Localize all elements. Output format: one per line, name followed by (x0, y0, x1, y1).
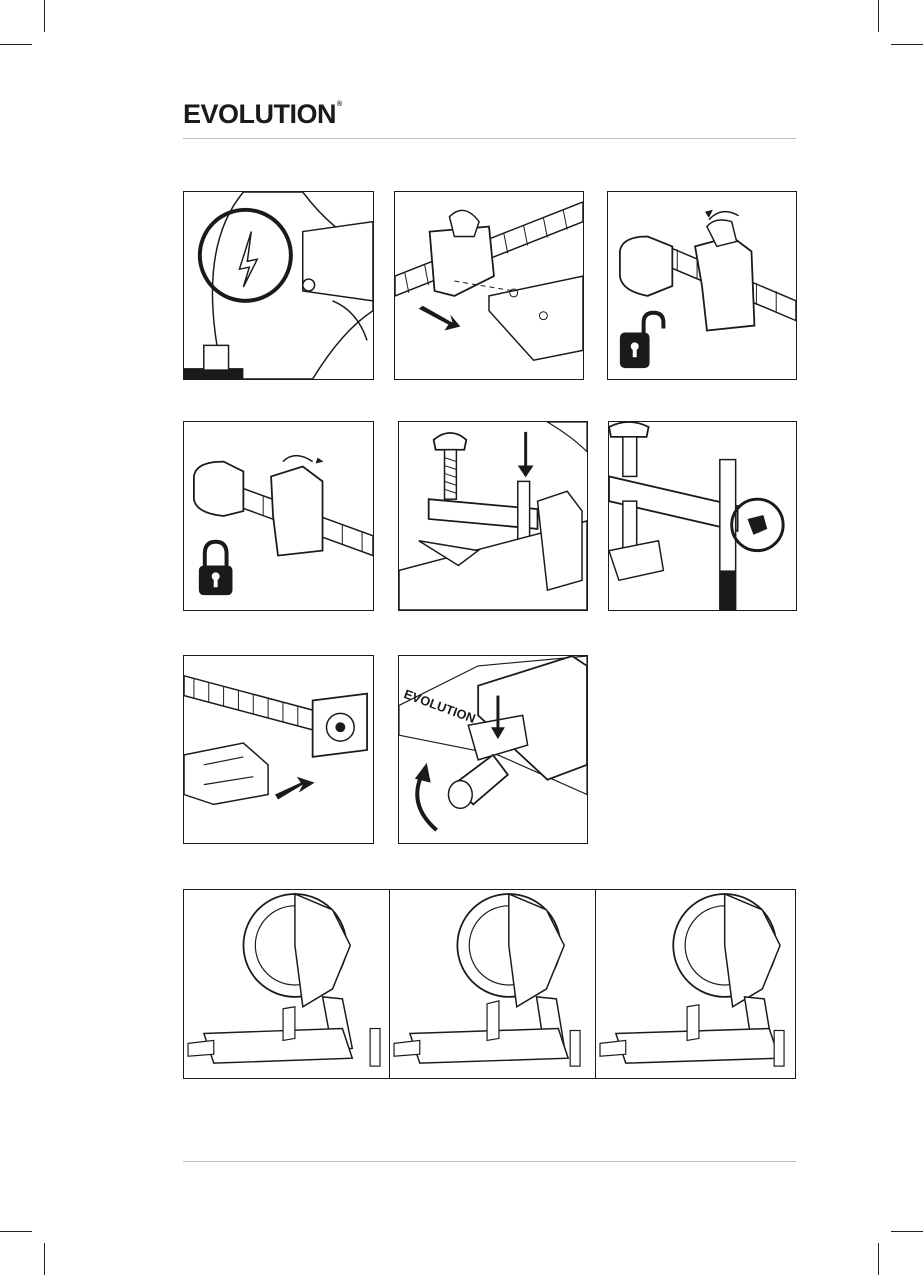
footer-rule (183, 1161, 796, 1162)
figure-saw-side-view-2 (389, 889, 596, 1079)
figure-saw-side-view-1 (183, 889, 390, 1079)
arrow-icon (419, 306, 461, 331)
figure-saw-side-view-3 (595, 889, 796, 1079)
figure-clamp-slide-onto-rail (394, 191, 584, 380)
figure-extension-knob-fit: EVOLUTION (398, 655, 588, 844)
knob-icon (748, 515, 768, 535)
figure-vise-plate-fit (183, 655, 374, 844)
brand-logo: EVOLUTION® (183, 98, 342, 130)
crop-mark (878, 1243, 879, 1275)
crop-mark (0, 1231, 32, 1232)
crop-mark (44, 1243, 45, 1275)
crop-mark (44, 0, 45, 32)
brand-logo-text: EVOLUTION (183, 99, 336, 129)
crop-mark (0, 44, 32, 45)
saw-guard-illustration (184, 192, 373, 379)
figure-clamp-unlock (607, 191, 797, 380)
header-rule (183, 138, 796, 139)
figure-clamp-knob-tighten (608, 421, 797, 611)
crop-mark (891, 1231, 923, 1232)
figure-blade-guard-warning (183, 191, 374, 380)
trademark-mark: ® (337, 101, 342, 108)
figure-clamp-lock (183, 421, 374, 611)
arrow-icon (275, 777, 315, 800)
crop-mark (878, 0, 879, 32)
figure-clamp-post-insert (398, 421, 588, 611)
crop-mark (891, 44, 923, 45)
